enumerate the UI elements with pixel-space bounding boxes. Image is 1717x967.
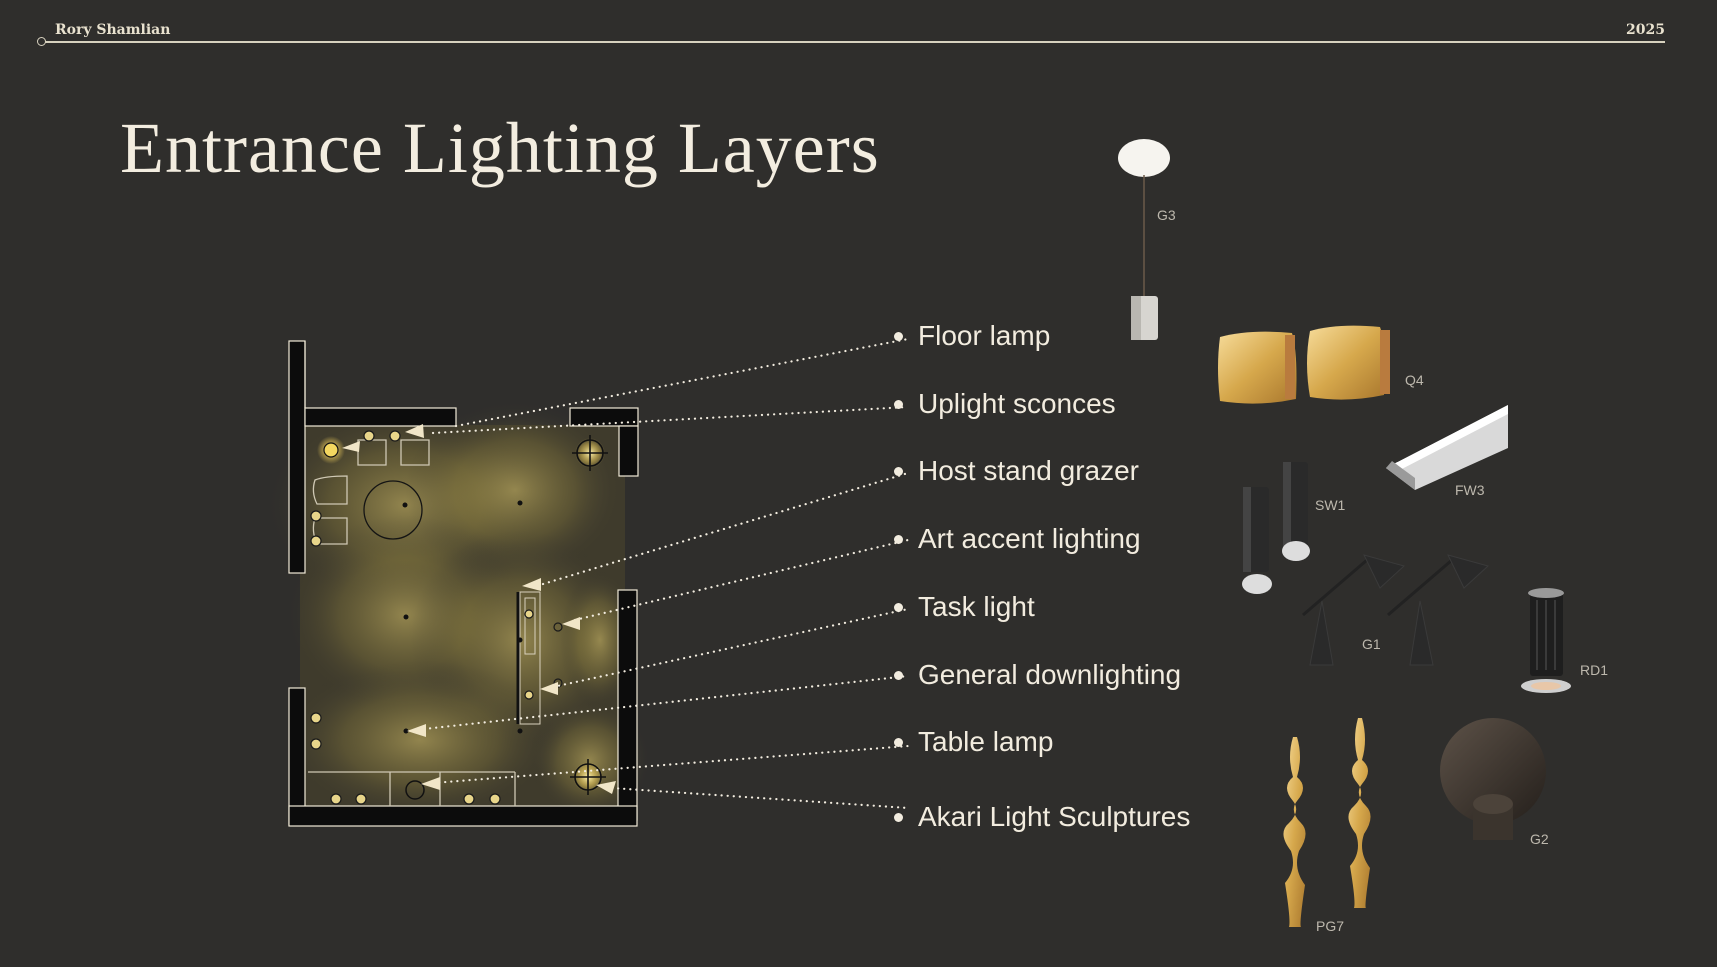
product-label-g1: G1 — [1362, 636, 1381, 652]
leader-arrowheads — [342, 424, 616, 794]
legend-item-floor-lamp: Floor lamp — [894, 320, 1051, 351]
g1-lamp-image — [1302, 554, 1490, 666]
bullet-icon — [894, 738, 903, 747]
product-label-pg7: PG7 — [1316, 918, 1345, 934]
bullet-icon — [894, 467, 903, 476]
rd1-downlight-image — [1521, 588, 1571, 693]
legend-label: Floor lamp — [918, 320, 1051, 351]
legend-label: General downlighting — [918, 659, 1182, 690]
legend-item-akari-light-sculptures: Akari Light Sculptures — [894, 801, 1191, 832]
bullet-icon — [894, 671, 903, 680]
host-stand — [516, 591, 541, 725]
bullet-icon — [894, 535, 903, 544]
legend-item-uplight-sconces: Uplight sconces — [894, 388, 1116, 419]
product-label-g3: G3 — [1157, 207, 1176, 223]
product-label-g2: G2 — [1530, 831, 1549, 847]
g2-sconce-image — [1440, 718, 1546, 840]
year-label: 2025 — [1626, 22, 1665, 38]
bullet-icon — [894, 603, 903, 612]
legend-label: Akari Light Sculptures — [918, 801, 1191, 832]
legend-label: Host stand grazer — [918, 455, 1139, 486]
author-name: Rory Shamlian — [55, 22, 171, 38]
legend-label: Task light — [918, 591, 1035, 622]
bullet-icon — [894, 813, 903, 822]
legend-label: Uplight sconces — [918, 388, 1116, 419]
downlight-dots — [402, 500, 523, 734]
product-label-q4: Q4 — [1405, 372, 1424, 388]
floor-lamp-symbol — [323, 442, 339, 458]
fw3-linear-image — [1386, 405, 1508, 490]
header-rule — [44, 41, 1665, 43]
fixture-dots — [310, 430, 563, 805]
legend-label: Art accent lighting — [918, 523, 1141, 554]
legend-label: Table lamp — [918, 726, 1054, 757]
header-rule-dot — [37, 37, 46, 46]
legend-item-table-lamp: Table lamp — [894, 726, 1054, 757]
page-title: Entrance Lighting Layers — [120, 108, 880, 188]
product-label-fw3: FW3 — [1455, 482, 1485, 498]
sw1-cylinder-image — [1242, 462, 1310, 594]
legend-item-host-stand-grazer: Host stand grazer — [894, 455, 1139, 486]
legend-item-general-downlighting: General downlighting — [894, 659, 1182, 690]
q4-sconce-image — [1218, 325, 1390, 404]
legend-item-task-light: Task light — [894, 591, 1035, 622]
product-label-rd1: RD1 — [1580, 662, 1609, 678]
table-lamp-symbol — [405, 780, 425, 800]
product-label-sw1: SW1 — [1315, 497, 1346, 513]
g3-pendant-image — [1118, 139, 1170, 340]
crosshair-fixtures — [570, 435, 608, 795]
legend-item-art-accent-lighting: Art accent lighting — [894, 523, 1141, 554]
pg7-pendant-image — [1283, 718, 1371, 927]
leader-lines — [422, 337, 910, 810]
bullet-icon — [894, 400, 903, 409]
plan-walls — [288, 340, 639, 827]
bullet-icon — [894, 332, 903, 341]
